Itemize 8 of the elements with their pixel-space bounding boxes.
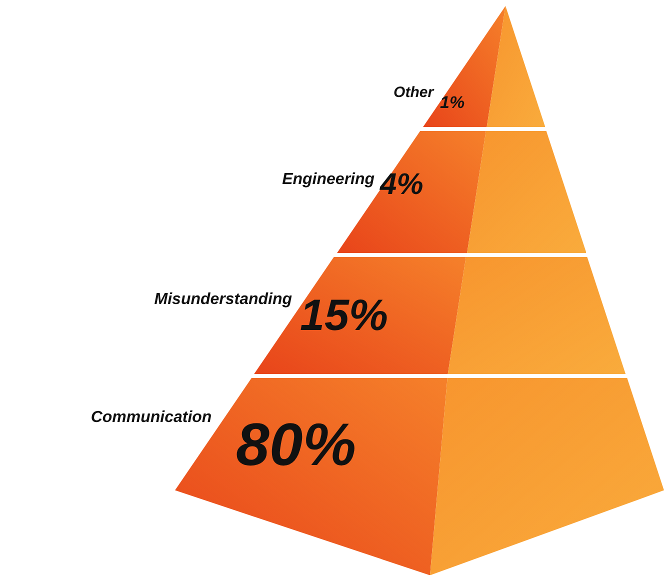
level-label: Other: [394, 84, 434, 102]
level-label: Engineering: [282, 170, 375, 190]
percentage-value: 1%: [440, 94, 465, 111]
percentage-value: 4%: [380, 170, 424, 200]
percentage-value: 80%: [236, 414, 356, 475]
level-label: Communication: [90, 408, 212, 428]
percentage-value: 15%: [300, 294, 388, 338]
level-label: Misunderstanding: [154, 290, 292, 310]
